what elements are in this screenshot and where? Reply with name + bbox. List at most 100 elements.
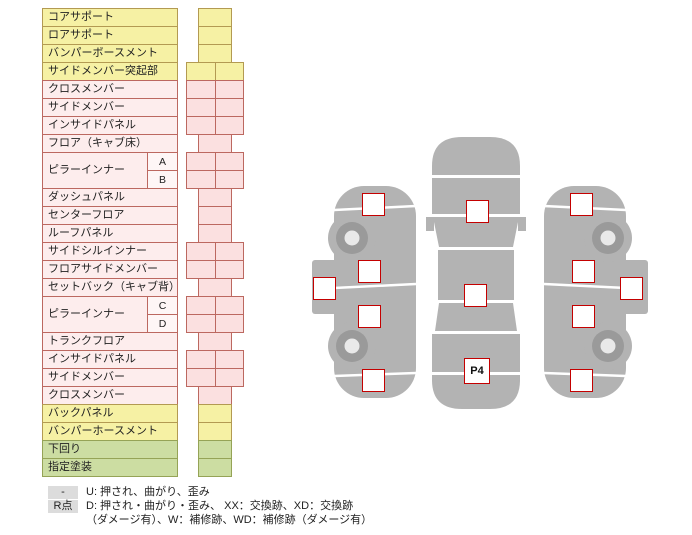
part-sub-label: D (147, 314, 178, 333)
damage-cells (186, 188, 244, 207)
damage-cell[interactable] (186, 296, 216, 315)
damage-cell[interactable] (198, 440, 232, 459)
column-gap (178, 26, 186, 45)
damage-cells (186, 8, 244, 27)
part-label: インサイドパネル (42, 116, 178, 135)
damage-cell[interactable] (214, 98, 244, 117)
column-gap (178, 332, 186, 351)
table-row: D (147, 314, 244, 333)
damage-marker-right[interactable] (620, 277, 643, 300)
damage-marker-right[interactable] (570, 369, 593, 392)
table-row: サイドメンバー突起部 (42, 62, 244, 81)
part-label: バックパネル (42, 404, 178, 423)
damage-cell[interactable] (214, 296, 244, 315)
damage-cell[interactable] (198, 332, 232, 351)
table-row: ダッシュパネル (42, 188, 244, 207)
damage-cell[interactable] (186, 242, 216, 261)
legend-text-u: U: 押され、曲がり、歪み (86, 486, 210, 498)
damage-cell[interactable] (198, 224, 232, 243)
damage-cell[interactable] (186, 80, 216, 99)
part-label: バンパーホースメント (42, 422, 178, 441)
legend-row: （ダメージ有）、W：補修跡、WD：補修跡（ダメージ有） (48, 514, 372, 527)
damage-cell[interactable] (198, 422, 232, 441)
damage-cell[interactable] (198, 278, 232, 297)
column-gap (178, 440, 186, 459)
damage-cells (186, 296, 244, 315)
damage-cell[interactable] (198, 206, 232, 225)
damage-marker-left[interactable] (358, 305, 381, 328)
damage-cell[interactable] (186, 350, 216, 369)
damage-cell[interactable] (198, 458, 232, 477)
damage-marker-left[interactable] (358, 260, 381, 283)
damage-cell[interactable] (198, 8, 232, 27)
damage-cell[interactable] (214, 80, 244, 99)
damage-cell[interactable] (186, 260, 216, 279)
table-row: バックパネル (42, 404, 244, 423)
table-row: インサイドパネル (42, 116, 244, 135)
damage-cell[interactable] (214, 62, 244, 81)
damage-cells (186, 170, 244, 189)
table-row: フロア（キャブ床） (42, 134, 244, 153)
damage-marker-top[interactable] (466, 200, 489, 223)
damage-cell[interactable] (198, 44, 232, 63)
part-label: クロスメンバー (42, 386, 178, 405)
column-gap (178, 386, 186, 405)
damage-cell[interactable] (214, 116, 244, 135)
damage-cell[interactable] (214, 314, 244, 333)
damage-cell[interactable] (214, 350, 244, 369)
damage-cell[interactable] (186, 98, 216, 117)
part-sub-label: C (147, 296, 178, 315)
damage-cell[interactable] (198, 134, 232, 153)
column-gap (178, 8, 186, 27)
column-gap (178, 80, 186, 99)
windshield (433, 217, 519, 247)
damage-cell[interactable] (214, 152, 244, 171)
damage-marker-left[interactable] (362, 369, 385, 392)
damage-cell[interactable] (198, 188, 232, 207)
table-row: バンパーホースメント (42, 422, 244, 441)
damage-cells (186, 224, 244, 243)
table-row: サイドメンバー (42, 98, 244, 117)
damage-marker-right[interactable] (570, 193, 593, 216)
damage-cells (186, 98, 244, 117)
part-label: クロスメンバー (42, 80, 178, 99)
damage-cell[interactable] (214, 260, 244, 279)
damage-cells (186, 458, 244, 477)
part-label: ルーフパネル (42, 224, 178, 243)
damage-cells (186, 62, 244, 81)
damage-cells (186, 332, 244, 351)
part-label: コアサポート (42, 8, 178, 27)
damage-cell[interactable] (198, 386, 232, 405)
rear-bumper (432, 375, 520, 409)
damage-cell[interactable] (186, 116, 216, 135)
part-label: 指定塗装 (42, 458, 178, 477)
damage-cell[interactable] (186, 368, 216, 387)
damage-marker-left[interactable] (362, 193, 385, 216)
damage-marker-right[interactable] (572, 305, 595, 328)
part-label: サイドメンバー (42, 98, 178, 117)
damage-cells (186, 314, 244, 333)
damage-cell[interactable] (198, 404, 232, 423)
rear-window (435, 303, 517, 331)
damage-marker-top[interactable] (464, 284, 487, 307)
damage-cell[interactable] (198, 26, 232, 45)
damage-marker-right[interactable] (572, 260, 595, 283)
damage-cells (186, 116, 244, 135)
column-gap (178, 152, 186, 171)
damage-cell[interactable] (186, 170, 216, 189)
damage-cell[interactable] (214, 368, 244, 387)
damage-cells (186, 278, 244, 297)
damage-cell[interactable] (214, 242, 244, 261)
column-gap (178, 116, 186, 135)
damage-marker-left[interactable] (313, 277, 336, 300)
damage-marker-top[interactable]: P4 (464, 358, 490, 384)
legend-text-d-wrap: （ダメージ有）、W：補修跡、WD：補修跡（ダメージ有） (86, 514, 373, 526)
legend-row: - U: 押され、曲がり、歪み (48, 486, 372, 499)
damage-cell[interactable] (186, 314, 216, 333)
damage-cell[interactable] (186, 152, 216, 171)
damage-cell[interactable] (214, 170, 244, 189)
damage-cell[interactable] (186, 62, 216, 81)
damage-cells (186, 350, 244, 369)
part-label: ロアサポート (42, 26, 178, 45)
